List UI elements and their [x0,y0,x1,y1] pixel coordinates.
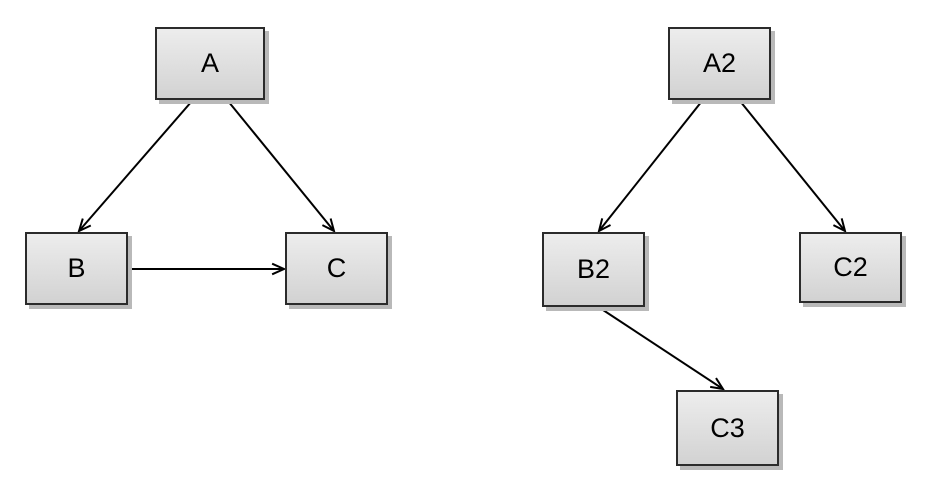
node-c[interactable]: C [285,232,388,305]
node-b[interactable]: B [25,232,128,305]
edge-a-to-c [227,100,336,233]
arrowhead-icon [597,218,611,233]
edge-line [227,100,334,231]
edge-line [739,100,845,231]
node-c3[interactable]: C3 [676,390,779,466]
arrowhead-icon [77,218,92,233]
node-a[interactable]: A [155,27,265,100]
node-label: B2 [576,254,611,284]
node-label: B [67,253,86,283]
node-label: A2 [702,48,737,78]
node-label: C [326,253,347,283]
edge-a2-to-c2 [739,100,847,233]
arrowhead-icon [832,218,847,233]
edge-line [79,100,193,231]
arrowhead-icon [271,262,287,276]
edge-b2-to-c3 [599,307,726,391]
node-label: C3 [710,412,745,443]
node-b2[interactable]: B2 [542,232,645,307]
edge-a-to-b [77,100,193,233]
arrowhead-icon [710,377,726,391]
node-label: C2 [833,252,868,282]
arrowhead-icon [321,218,336,233]
edge-line [599,100,703,231]
edge-line [599,307,722,389]
node-c2[interactable]: C2 [799,232,902,303]
edge-a2-to-b2 [597,100,703,233]
node-label: A [200,48,219,78]
node-a2[interactable]: A2 [668,27,771,100]
edge-b-to-c [129,262,287,276]
